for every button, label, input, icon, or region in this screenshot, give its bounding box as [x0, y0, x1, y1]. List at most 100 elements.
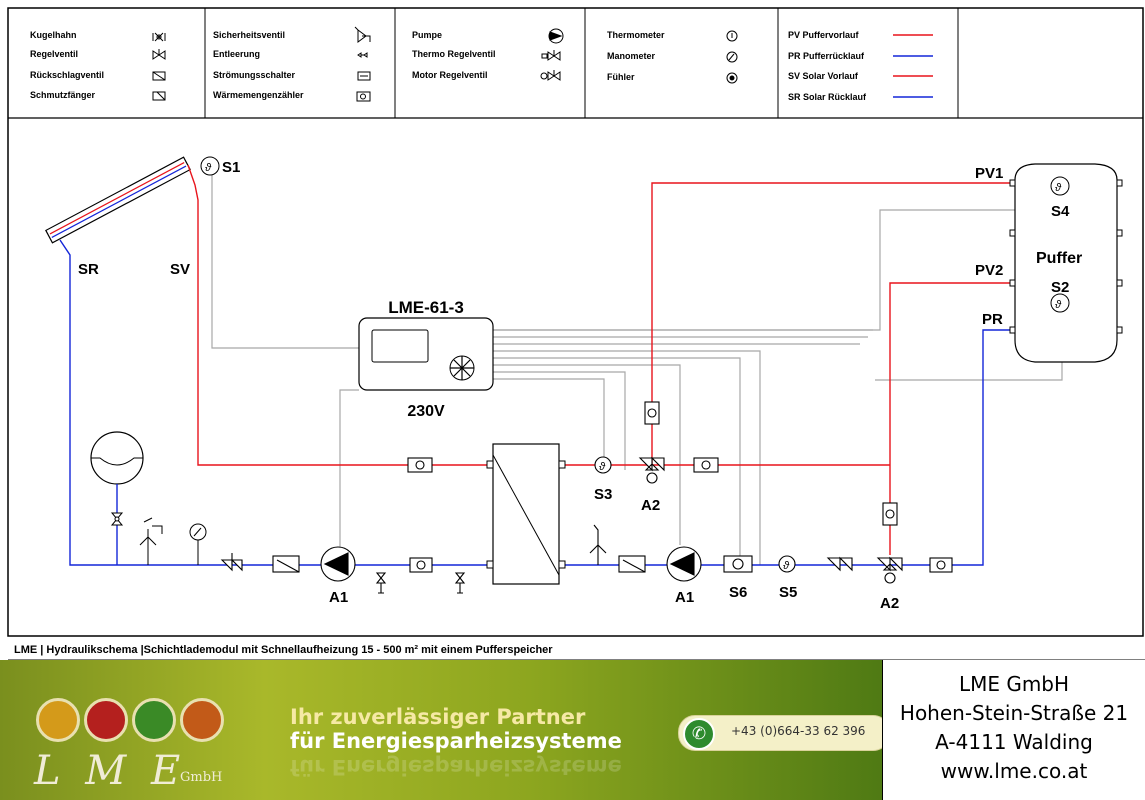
label-s3: S3	[594, 486, 612, 503]
safety-valve-icon	[354, 26, 371, 43]
legend-regelventil: Regelventil	[30, 49, 78, 59]
slogan-line-1: Ihr zuverlässiger Partner	[290, 705, 586, 729]
check-valve-left	[220, 553, 243, 572]
control-valve-icon	[152, 49, 166, 60]
pump-icon	[548, 28, 564, 44]
legend-fuehler: Fühler	[607, 72, 635, 82]
safety-valve-left	[139, 517, 163, 565]
phone-number: +43 (0)664-33 62 396	[731, 724, 866, 738]
heat-exchanger	[486, 443, 566, 585]
legend-entleerung: Entleerung	[213, 49, 260, 59]
strainer-left	[272, 555, 300, 573]
label-pv2: PV2	[975, 262, 1003, 279]
panel-logo-icon	[132, 698, 176, 742]
legend-rueckschlagventil: Rückschlagventil	[30, 70, 104, 80]
company-city: A-4111 Walding	[935, 730, 1093, 754]
manometer-left	[189, 523, 207, 565]
flow-switch-icon	[357, 71, 371, 81]
motor-valve-a2-top[interactable]	[638, 456, 665, 484]
tank-label: Puffer	[1036, 250, 1082, 267]
slogan-reflection: für Energiesparheizsysteme	[290, 755, 622, 779]
legend-kugelhahn: Kugelhahn	[30, 30, 77, 40]
legend-stroemungsschalter: Strömungsschalter	[213, 70, 296, 80]
legend-col-4: Thermometer Manometer Fühler	[607, 30, 738, 84]
radiator-logo-icon	[180, 698, 224, 742]
drain-icon	[357, 52, 368, 58]
ball-valve-flow-1	[407, 457, 433, 473]
flow-switch-s6	[723, 555, 753, 573]
strainer-icon	[152, 91, 166, 101]
legend-schmutzfaenger: Schmutzfänger	[30, 90, 96, 100]
legend-motor-regelventil: Motor Regelventil	[412, 70, 488, 80]
label-a1-right: A1	[675, 589, 694, 606]
controller-label: LME-61-3	[388, 298, 464, 317]
logo-text: L M E	[34, 748, 187, 794]
legend-thermo-regelventil: Thermo Regelventil	[412, 49, 496, 59]
legend-sv: SV Solar Vorlauf	[788, 71, 859, 81]
check-valve-right	[826, 556, 853, 572]
company-name: LME GmbH	[958, 672, 1070, 696]
logo-suffix: GmbH	[180, 770, 223, 785]
sensor-s5	[778, 555, 796, 573]
legend-pv: PV Puffervorlauf	[788, 30, 860, 40]
safety-valve-right	[589, 524, 607, 565]
controller-lme-61-3[interactable]	[358, 317, 494, 391]
slogan-line-2: für Energiesparheizsysteme	[290, 729, 622, 753]
motor-valve-a2-bottom[interactable]	[876, 556, 903, 584]
legend-col-3: Pumpe Thermo Regelventil Motor Regelvent…	[412, 28, 564, 81]
pump-a1-left[interactable]	[320, 546, 356, 582]
ball-valve-vertical-top	[644, 401, 660, 425]
label-sv: SV	[170, 261, 190, 278]
ball-valve-flow-2	[693, 457, 719, 473]
solar-logo-icon	[36, 698, 80, 742]
slogan: Ihr zuverlässiger Partner für Energiespa…	[290, 705, 622, 753]
drawing-frame	[7, 7, 1144, 637]
manometer-icon	[726, 51, 738, 63]
legend-thermometer: Thermometer	[607, 30, 665, 40]
company-website[interactable]: www.lme.co.at	[940, 759, 1088, 783]
legend-col-5: PV Puffervorlauf PR Pufferrücklauf SV So…	[788, 30, 933, 102]
ball-valve-return-1	[409, 557, 433, 573]
ball-valve-vertical	[882, 502, 898, 526]
phone-icon: ✆	[683, 718, 715, 750]
svg-text:ϑ: ϑ	[1055, 299, 1062, 311]
footer-caption: LME | Hydraulikschema |Schichtlademodul …	[14, 644, 553, 656]
thermo-valve-icon	[541, 50, 561, 61]
sensor-wiring	[211, 172, 1063, 565]
svg-text:ϑ: ϑ	[205, 162, 212, 174]
legend-manometer: Manometer	[607, 51, 656, 61]
label-s4: S4	[1051, 203, 1070, 220]
label-s1: S1	[222, 159, 240, 176]
sensor-icon	[726, 72, 738, 84]
label-a1-left: A1	[329, 589, 348, 606]
label-s5: S5	[779, 584, 797, 601]
svg-text:ϑ: ϑ	[783, 560, 790, 572]
heat-meter-icon	[356, 91, 371, 102]
phone-box[interactable]: ✆ +43 (0)664-33 62 396	[678, 715, 882, 751]
label-pr: PR	[982, 311, 1003, 328]
legend-sr: SR Solar Rücklauf	[788, 92, 867, 102]
check-valve-icon	[152, 71, 166, 81]
legend-waermemengenzaehler: Wärmemengenzähler	[213, 90, 304, 100]
thermometer-icon	[726, 30, 738, 42]
legend-pr: PR Pufferrücklauf	[788, 51, 865, 61]
voltage-label: 230V	[407, 403, 445, 420]
label-sr: SR	[78, 261, 99, 278]
label-s6: S6	[729, 584, 747, 601]
ball-valve-icon	[152, 32, 166, 42]
expansion-vessel	[90, 431, 144, 565]
flow-pipes	[187, 164, 1015, 555]
drain-valve-2	[454, 572, 466, 594]
label-s2: S2	[1051, 279, 1069, 296]
legend-col-2: Sicherheitsventil Entleerung Strömungssc…	[213, 26, 371, 102]
ball-valve-return-2	[929, 557, 953, 573]
label-a2-top: A2	[641, 497, 660, 514]
drain-valve-1	[375, 572, 387, 594]
legend-col-1: Kugelhahn Regelventil Rückschlagventil S…	[30, 30, 166, 101]
label-pv1: PV1	[975, 165, 1003, 182]
company-address: LME GmbH Hohen-Stein-Straße 21 A-4111 Wa…	[882, 660, 1145, 800]
legend-pumpe: Pumpe	[412, 30, 442, 40]
svg-text:ϑ: ϑ	[599, 461, 606, 473]
pump-a1-right[interactable]	[666, 546, 702, 582]
